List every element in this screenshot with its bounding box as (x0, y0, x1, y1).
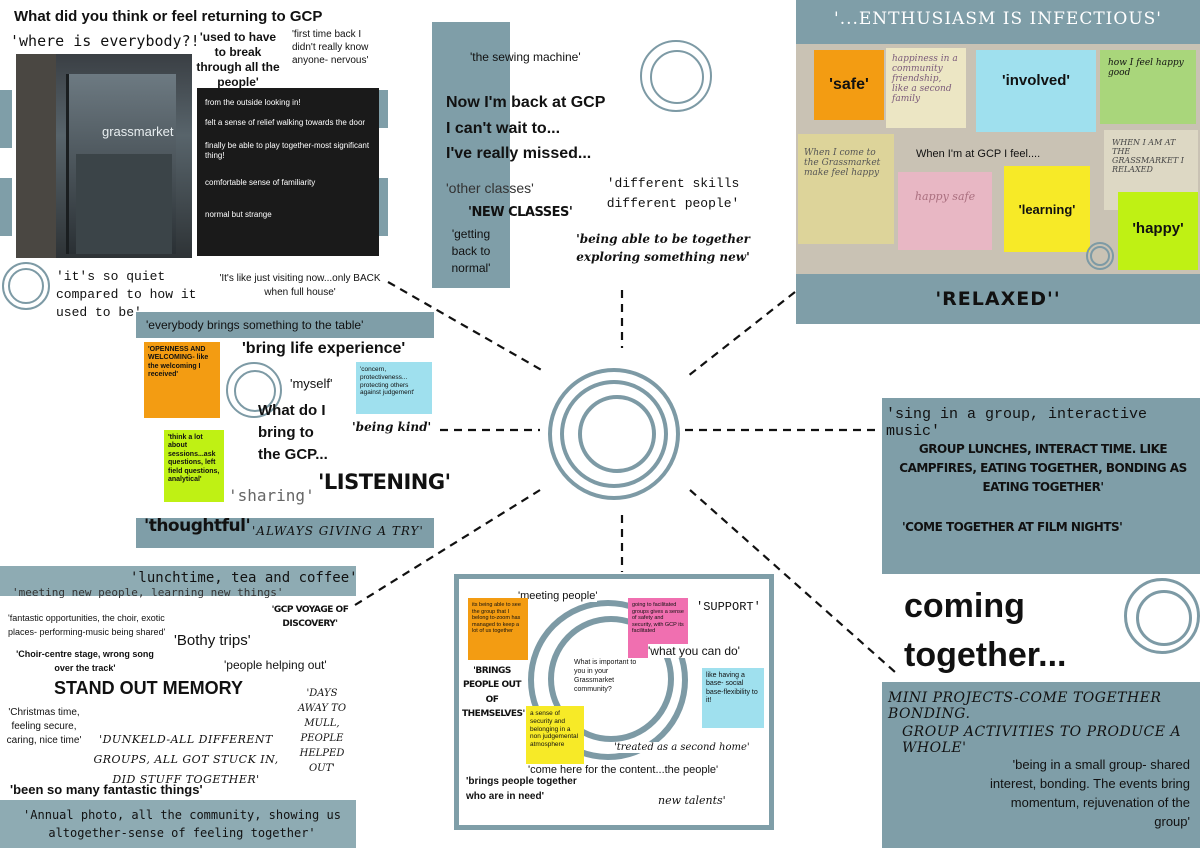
q3-relaxed: 'RELAXED'' (935, 288, 1061, 310)
dark-line: from the outside looking in! (205, 98, 301, 107)
q7-stand-out: STAND OUT MEMORY (54, 678, 243, 698)
q7-days-away: 'DAYS AWAY TO MULL, PEOPLE HELPED OUT' (297, 688, 347, 774)
q6-meeting-people: 'meeting people' (518, 590, 598, 602)
q4-sharing: 'sharing' (228, 486, 315, 505)
note-zoom: its being able to see the group that I b… (468, 598, 528, 660)
q6-support: 'SUPPORT' (696, 600, 761, 614)
q7-fantastic: 'fantastic opportunities, the choir, exo… (8, 613, 166, 637)
note-safe: 'safe' (814, 50, 884, 120)
q4-thoughtful: 'thoughtful' (144, 516, 251, 536)
dark-line: finally be able to play together-most si… (205, 140, 370, 161)
q7-voyage: 'GCP VOYAGE OF DISCOVERY' (271, 605, 349, 629)
q1-break-through: 'used to have to break through all the p… (196, 30, 280, 89)
q4-myself: 'myself' (290, 376, 333, 391)
q1-quiet: 'it's so quiet compared to how it used t… (56, 269, 197, 321)
q4-brings: 'everybody brings something to the table… (146, 318, 364, 332)
q2-other-classes: 'other classes' (446, 180, 534, 196)
q7-helping: 'people helping out' (224, 658, 327, 672)
q4-life-exp: 'bring life experience' (242, 340, 406, 357)
q2-together: 'being able to be together exploring som… (576, 232, 750, 264)
q6-what-you-can-do: 'what you can do' (648, 644, 740, 658)
note-openness: 'OPENNESS AND WELCOMING- like the welcom… (144, 342, 220, 418)
q4-bottom-bar (136, 518, 434, 548)
q2-prompt: Now I'm back at GCP I can't wait to... I… (446, 90, 605, 167)
q7-christmas: 'Christmas time, feeling secure, caring,… (6, 707, 82, 746)
q2-getting-back: 'getting back to normal' (451, 227, 491, 275)
q5-mini-projects: MINI PROJECTS-COME TOGETHER BONDING. (888, 690, 1162, 722)
q7-meeting-new: 'meeting new people, learning new things… (12, 586, 284, 599)
q7-dunkeld: 'DUNKELD-ALL DIFFERENT GROUPS, ALL GOT S… (93, 733, 279, 786)
q2-different-skills: 'different skills different people' (606, 176, 740, 211)
q4-top-bar (136, 312, 434, 338)
q1-dark-box: from the outside looking in! felt a sens… (197, 88, 379, 256)
q2-sewing: 'the sewing machine' (470, 50, 581, 64)
note-think: 'think a lot about sessions...ask questi… (164, 430, 224, 502)
note-come: When I come to the Grassmarket make feel… (798, 134, 894, 244)
q5-sing: 'sing in a group, interactive music' (886, 406, 1148, 440)
q5-panel (882, 398, 1200, 574)
prompt-line: I've really missed... (446, 145, 592, 163)
q7-choir: 'Choir-centre stage, wrong song over the… (16, 649, 154, 673)
q7-so-many: 'been so many fantastic things' (10, 782, 203, 797)
q2-bar (432, 22, 510, 288)
q3-title: '...ENTHUSIASM IS INFECTIOUS' (834, 9, 1162, 29)
q3-title-bar (796, 0, 1200, 44)
q1-first-time: 'first time back I didn't really know an… (292, 29, 369, 66)
side-bar (0, 90, 12, 148)
q6-prompt: What is important to you in your Grassma… (574, 659, 637, 694)
q6-content: 'come here for the content...the people' (528, 764, 719, 776)
q5-bottom-panel (882, 682, 1200, 848)
note-happy-safe: happy safe (898, 172, 992, 250)
q3-prompt: When I'm at GCP I feel.... (916, 148, 1041, 160)
note-learning: 'learning' (1004, 166, 1090, 252)
note-feel-happy: how I feel happy good (1100, 50, 1196, 124)
dark-line: felt a sense of relief walking towards t… (205, 118, 366, 128)
storefront-photo: grassmarket (16, 54, 192, 258)
q5-coming-together: coming together... (904, 582, 1066, 681)
q4-prompt: What do I bring to the GCP... (258, 402, 328, 463)
q5-lunches: GROUP LUNCHES, INTERACT TIME. LIKE CAMPF… (899, 442, 1187, 495)
q6-brings-together: 'brings people together who are in need' (466, 776, 577, 802)
q7-bothy: 'Bothy trips' (174, 632, 251, 649)
q2-new-classes: 'NEW CLASSES' (468, 205, 573, 220)
q7-bottom-bar (0, 800, 356, 848)
note-involved: 'involved' (976, 50, 1096, 132)
storefront-sign: grassmarket (102, 124, 174, 139)
q7-lunchtime: 'lunchtime, tea and coffee' (130, 570, 358, 586)
prompt-line: I can't wait to... (446, 119, 561, 137)
q3-relaxed-bar (796, 274, 1200, 324)
note-base-social: like having a base- social base-flexibil… (702, 668, 764, 728)
coming-word: coming (904, 587, 1025, 625)
note-happy: 'happy' (1118, 192, 1198, 270)
note-concern: 'concern, protectiveness... protecting o… (356, 362, 432, 414)
q6-brings-out: 'BRINGS PEOPLE OUT OF THEMSELVES' (462, 666, 525, 720)
note-facilitated: going to facilitated groups gives a sens… (628, 598, 688, 658)
q1-visiting: 'It's like just visiting now...only BACK… (219, 273, 381, 298)
q4-listening: 'LISTENING' (318, 470, 451, 494)
q5-small-group: 'being in a small group- shared interest… (990, 757, 1190, 829)
q4-being-kind: 'being kind' (352, 420, 432, 434)
q1-where: 'where is everybody?!' (10, 32, 209, 50)
dark-line: comfortable sense of familiarity (205, 177, 316, 187)
q1-title: What did you think or feel returning to … (14, 8, 323, 25)
prompt-line: Now I'm back at GCP (446, 94, 606, 111)
side-bar (0, 178, 12, 236)
q7-top-bar (0, 566, 356, 596)
note-security: a sense of security and belonging in a n… (526, 706, 584, 764)
q5-film: 'COME TOGETHER AT FILM NIGHTS' (902, 520, 1123, 534)
q7-annual: 'Annual photo, all the community, showin… (23, 808, 341, 840)
q6-new-talents: new talents' (658, 794, 726, 807)
dark-line: normal but strange (205, 209, 272, 219)
q4-giving-try: 'ALWAYS GIVING A TRY' (252, 524, 424, 538)
q5-group-activities: GROUP ACTIVITIES TO PRODUCE A WHOLE' (902, 724, 1182, 756)
note-family: happiness in a community friendship, lik… (886, 48, 966, 128)
together-word: together... (904, 636, 1067, 675)
q6-second-home: 'treated as a second home' (614, 742, 750, 753)
